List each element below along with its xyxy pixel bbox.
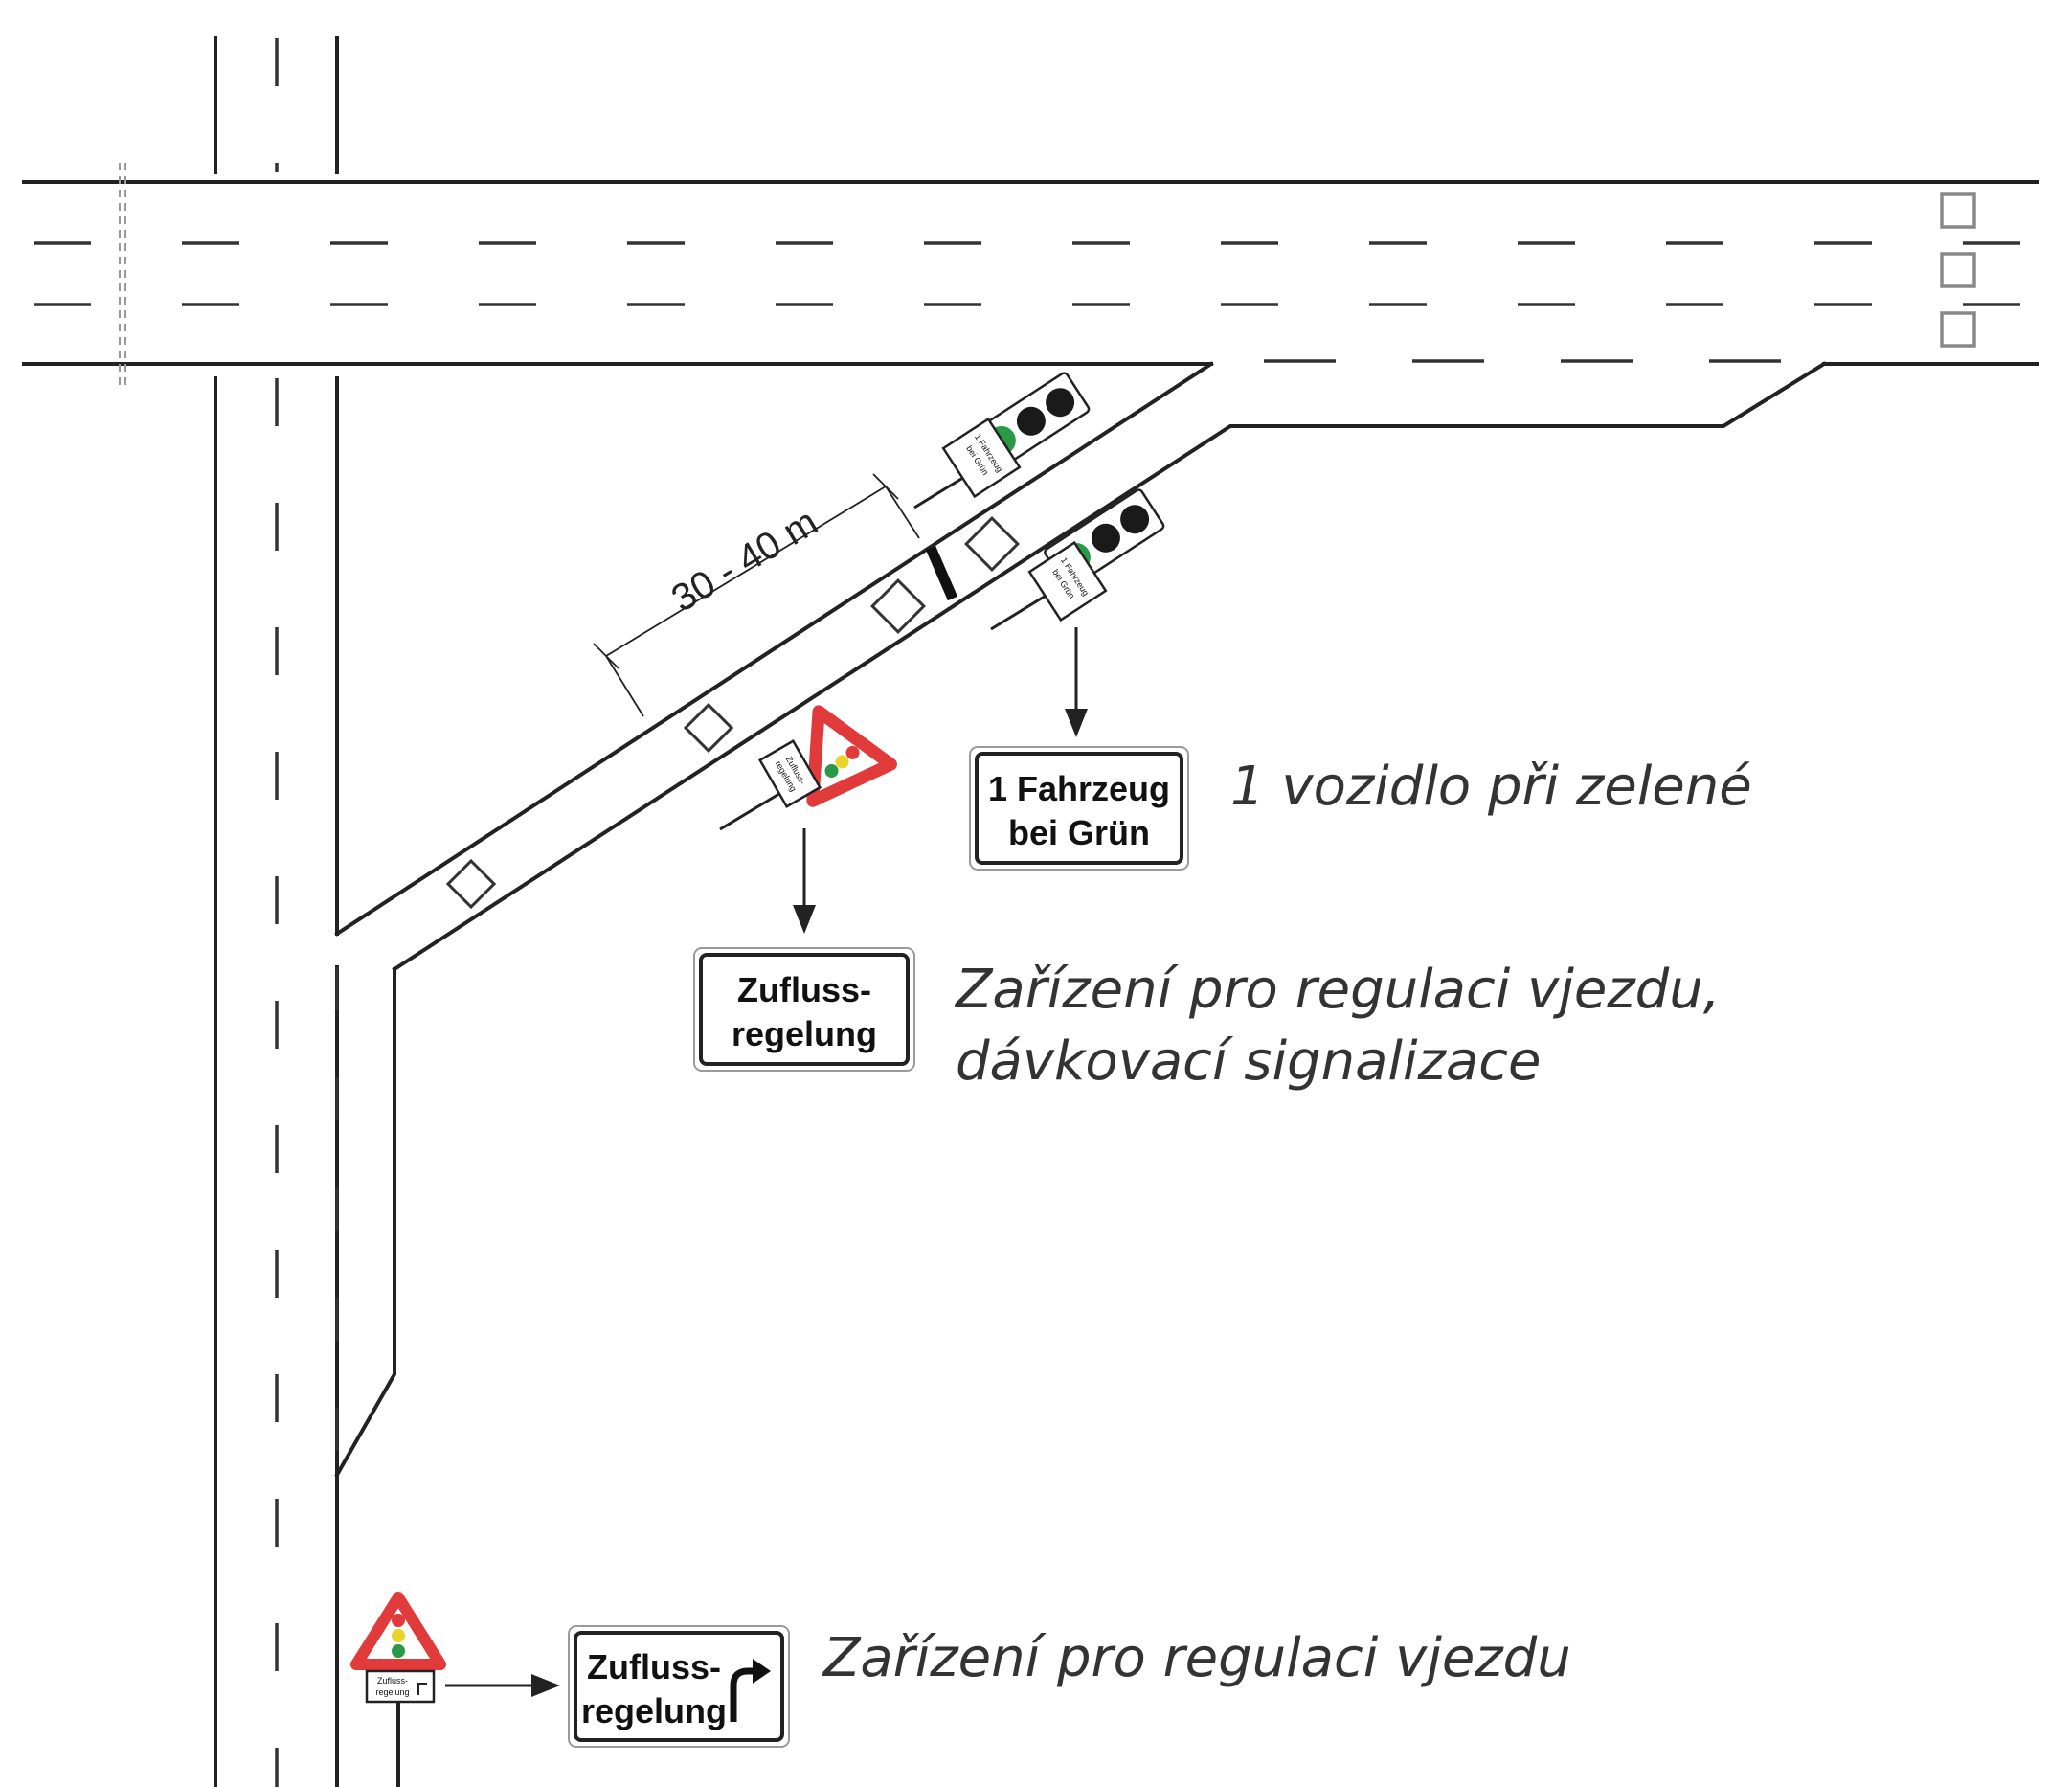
highway [22,163,2039,388]
lane-marker-square-icon [870,578,926,634]
lane-marker-square-icon [1940,192,1976,229]
plate-inflow-line1: Zufluss- [737,970,871,1009]
svg-text:regelung: regelung [375,1687,409,1697]
plate-inflow-turn-line1: Zufluss- [587,1647,721,1686]
plate-one-vehicle-line1: 1 Fahrzeug [988,769,1170,808]
ramp-warning-sign: Zufluss- regelung [719,705,897,934]
plate-inflow-turn: Zufluss- regelung [568,1625,790,1748]
plate-inflow-line2: regelung [732,1014,877,1053]
traffic-signal-upper: 1 Fahrzeug bei Grün [913,372,1091,509]
vertical-road-bottom [214,376,339,1787]
lane-marker-square-icon [964,516,1020,572]
turn-arrow-icon [730,1659,771,1722]
lane-marker-square-icon [445,858,497,910]
plate-inflow-regulation: Zufluss- regelung [693,947,915,1072]
lane-marker-square-icon [1940,311,1976,348]
lane-marker-square-icon [1940,252,1976,288]
traffic-signal-lower: 1 Fahrzeug bei Grün [990,488,1165,737]
plate-inflow-turn-line2: regelung [581,1691,727,1730]
caption-metering-line2: dávkovací signalizace [956,1030,1541,1093]
svg-text:Zufluss-: Zufluss- [377,1676,408,1685]
caption-advance-warning: Zařízení pro regulaci vjezdu [822,1627,1571,1689]
caption-metering-line1: Zařízení pro regulaci vjezdu, [954,959,1721,1021]
vertical-road-top [214,36,339,174]
on-ramp [334,361,1827,1478]
plate-one-vehicle: 1 Fahrzeug bei Grün [969,746,1189,871]
caption-one-vehicle: 1 vozidlo při zelené [1230,756,1752,818]
dimension-label: 30 - 40 m [664,501,824,621]
dimension-marker: 30 - 40 m [593,473,920,717]
lane-marker-square-icon [683,702,734,754]
plate-one-vehicle-line2: bei Grün [1008,813,1150,852]
advance-warning-sign: Zufluss- regelung [350,1592,560,1787]
